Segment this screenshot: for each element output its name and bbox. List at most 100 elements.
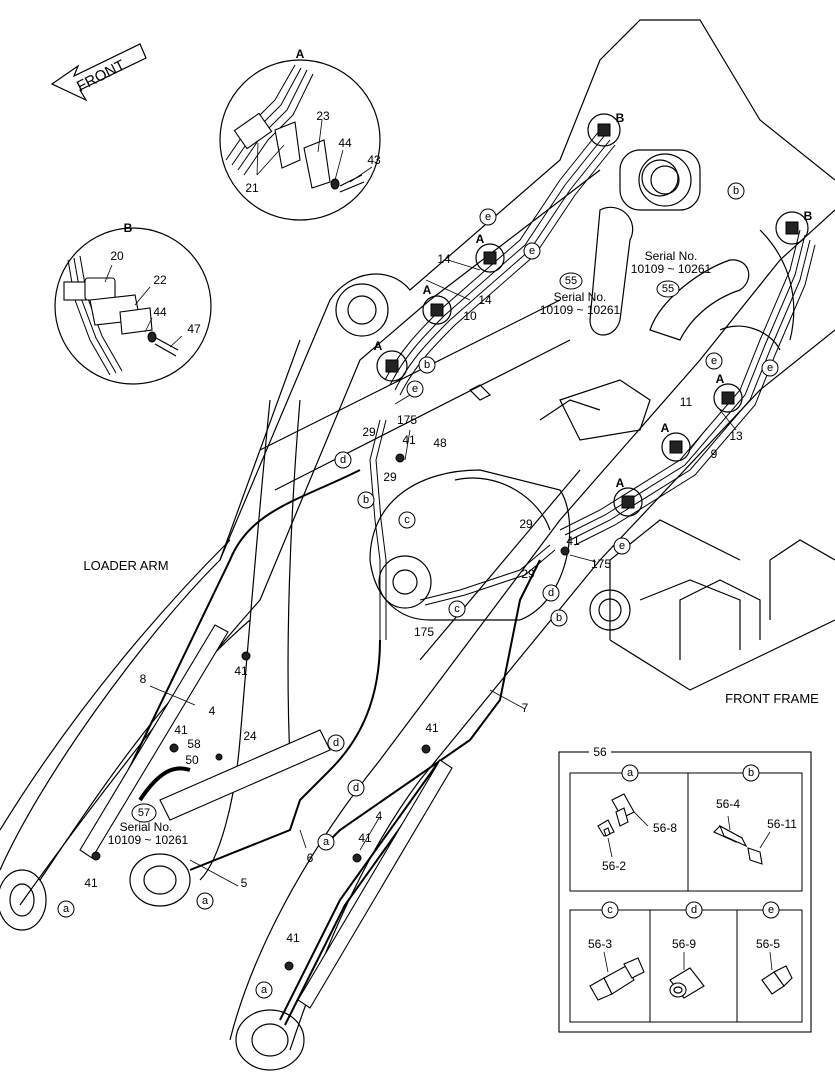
view-marker-a-5: A (661, 421, 691, 462)
detail-b-part-2: 22 (153, 273, 167, 287)
part-label-175-b: 175 (591, 557, 611, 571)
svg-text:b: b (556, 612, 562, 624)
view-marker-a-1: A (422, 283, 452, 325)
serial-note-2: Serial No. 10109 ~ 10261 55 (631, 249, 712, 298)
kit-part-56-8: 56-8 (653, 821, 677, 835)
part-label-29-a: 29 (362, 425, 376, 439)
svg-text:e: e (619, 540, 625, 552)
detail-a-part-4: 21 (245, 181, 259, 195)
detail-b-part-4: 47 (187, 322, 201, 336)
svg-text:b: b (733, 185, 739, 197)
part-label-8: 8 (140, 672, 147, 686)
kit-cell-e: e 56-5 (756, 901, 793, 995)
svg-text:a: a (63, 903, 70, 915)
part-label-4-a: 4 (209, 704, 216, 718)
detail-view-a: A 23 44 43 21 (219, 47, 381, 221)
part-label-12: 14 (437, 252, 451, 266)
kit-56-box: 56 a 56-8 56-2 b 56-4 56-11 (558, 745, 812, 1033)
svg-text:b: b (748, 767, 754, 779)
svg-text:a: a (323, 836, 330, 848)
kit-cell-a: a 56-8 56-2 (597, 764, 677, 873)
detail-b-title: B (124, 221, 133, 235)
svg-text:a: a (202, 895, 209, 907)
part-label-58: 58 (187, 737, 201, 751)
detail-b-part-1: 20 (110, 249, 124, 263)
serial-note-1: 55 Serial No. 10109 ~ 10261 (540, 272, 621, 317)
kit-cell-d: d 56-9 (669, 901, 705, 999)
part-label-29-c: 29 (519, 517, 533, 531)
svg-text:d: d (333, 737, 339, 749)
view-marker-b-1: B (587, 111, 625, 147)
part-label-5: 5 (241, 876, 248, 890)
serial-note-2-line2: 10109 ~ 10261 (631, 262, 712, 276)
part-label-41-d: 41 (174, 723, 188, 737)
svg-text:A: A (423, 283, 432, 297)
serial-note-1-line2: 10109 ~ 10261 (540, 303, 621, 317)
detail-view-b: B 20 22 44 47 (54, 221, 212, 385)
part-label-6: 6 (307, 851, 314, 865)
part-label-11: 11 (680, 395, 693, 409)
part-label-24: 24 (243, 729, 257, 743)
part-label-13: 13 (729, 429, 743, 443)
svg-text:c: c (607, 904, 613, 916)
part-label-14: 14 (478, 293, 492, 307)
svg-text:a: a (261, 984, 268, 996)
svg-text:A: A (616, 476, 625, 490)
view-marker-a-3: A (374, 339, 408, 382)
svg-text:e: e (767, 362, 773, 374)
svg-text:d: d (548, 587, 554, 599)
detail-a-title: A (296, 47, 305, 61)
detail-a-part-3: 43 (367, 153, 381, 167)
part-label-175-c: 175 (414, 625, 434, 639)
part-label-41-b: 41 (566, 534, 580, 548)
svg-text:A: A (476, 232, 485, 246)
kit-part-56-9: 56-9 (672, 937, 696, 951)
svg-text:d: d (353, 782, 359, 794)
svg-text:b: b (363, 494, 369, 506)
loader-arm-structure (0, 19, 835, 1071)
serial-note-1-line1: Serial No. (554, 290, 607, 304)
part-label-29-d: 29 (521, 567, 535, 581)
svg-text:c: c (404, 514, 410, 526)
kit-part-56-4: 56-4 (716, 797, 740, 811)
fitting-callouts: e e b b e e e d b c e d b c d d a a a a (57, 182, 779, 999)
svg-text:a: a (627, 767, 634, 779)
kit-part-56-2: 56-2 (602, 859, 626, 873)
svg-text:d: d (691, 904, 697, 916)
serial-note-3: 57 Serial No. 10109 ~ 10261 (108, 766, 191, 847)
svg-text:A: A (374, 339, 383, 353)
kit-cell-c: c 56-3 (588, 901, 645, 1001)
svg-text:b: b (424, 359, 430, 371)
svg-text:e: e (485, 211, 491, 223)
part-number-labels: 14 14 10 11 13 9 175 29 41 48 29 29 41 2… (84, 252, 743, 971)
view-marker-a-6: A (613, 476, 643, 517)
serial-note-1-callout: 55 (565, 275, 577, 287)
part-label-41-a: 41 (402, 433, 416, 447)
serial-note-2-callout: 55 (662, 283, 674, 295)
part-label-41-g: 41 (84, 876, 98, 890)
detail-b-part-3: 44 (153, 305, 167, 319)
serial-note-3-callout: 57 (138, 807, 150, 819)
view-marker-a-2: A (475, 232, 505, 273)
svg-text:c: c (454, 603, 460, 615)
kit-part-56-5: 56-5 (756, 937, 780, 951)
svg-text:A: A (661, 421, 670, 435)
part-label-41-f: 41 (358, 831, 372, 845)
kit-number: 56 (593, 745, 607, 759)
kit-part-56-11: 56-11 (767, 817, 797, 831)
front-frame-label: FRONT FRAME (725, 691, 819, 706)
part-label-7: 7 (522, 701, 529, 715)
svg-text:B: B (804, 209, 813, 223)
kit-part-56-3: 56-3 (588, 937, 612, 951)
front-arrow-icon: FRONT (50, 43, 147, 102)
kit-cell-b: b 56-4 56-11 (713, 764, 797, 865)
view-marker-b-2: B (775, 209, 813, 245)
part-label-29-b: 29 (383, 470, 397, 484)
part-label-50: 50 (185, 753, 199, 767)
serial-note-3-line1: Serial No. (120, 820, 173, 834)
svg-text:e: e (529, 245, 535, 257)
serial-note-2-line1: Serial No. (645, 249, 698, 263)
svg-text:e: e (711, 355, 717, 367)
part-label-4-b: 4 (376, 809, 383, 823)
